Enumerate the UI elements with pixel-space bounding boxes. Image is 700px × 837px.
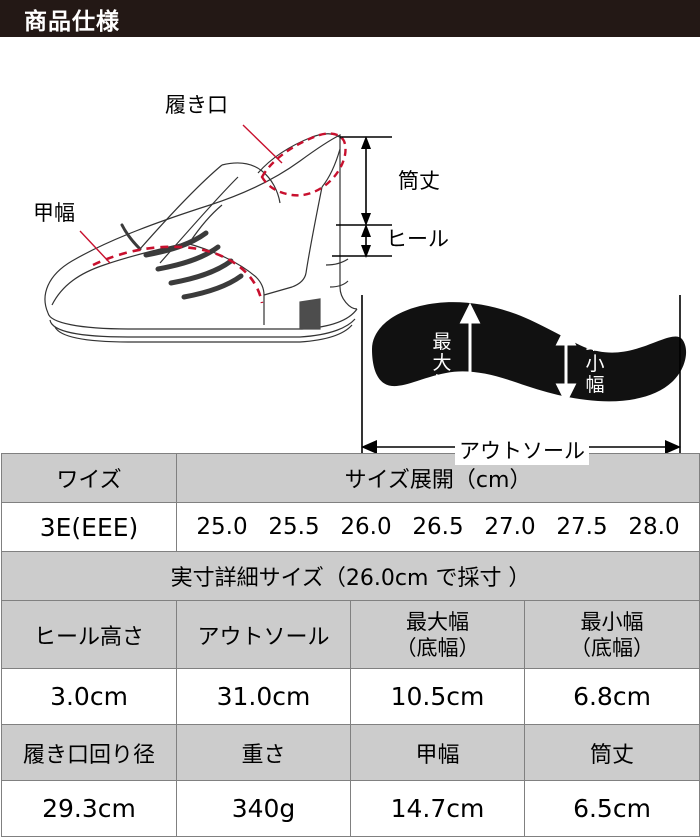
size-item: 27.5 [556,514,608,540]
table-row: 履き口回り径 重さ 甲幅 筒丈 [1,724,700,781]
value-shaft-height: 6.5cm [523,780,700,837]
shoelaces [120,223,244,300]
outsole-dimension-arrows [361,440,681,453]
value-width: 3E(EEE) [1,502,177,552]
max-width-arrow [459,302,481,426]
header-max-width: 最大幅 （底幅） [350,600,525,669]
label-opening: 履き口 [165,93,228,117]
size-list: 25.0 25.5 26.0 26.5 27.0 27.5 28.0 [178,514,698,540]
size-item: 28.0 [628,514,680,540]
header-shaft-height: 筒丈 [523,724,700,781]
value-max-width: 10.5cm [350,668,525,725]
header-instep-width: 甲幅 [350,724,525,781]
table-row: 3E(EEE) 25.0 25.5 26.0 26.5 27.0 27.5 28… [1,502,700,552]
header-width: ワイズ [1,453,177,503]
header-opening-circumference: 履き口回り径 [1,724,177,781]
table-row: ヒール高さ アウトソール 最大幅 （底幅） 最小幅 （底幅） [1,600,700,669]
label-shaft-height: 筒丈 [398,169,440,193]
header-min-width-line1: 最小幅 [580,609,644,634]
table-row: ワイズ サイズ展開（cm） [1,453,700,503]
label-max-width: 最大幅 [432,331,452,395]
header-max-width-line2: （底幅） [395,635,480,660]
opening-annotation [260,132,347,197]
value-opening-circumference: 29.3cm [1,780,177,837]
spec-table: ワイズ サイズ展開（cm） 3E(EEE) 25.0 25.5 26.0 26.… [0,453,700,837]
label-heel: ヒール [386,227,449,251]
table-row: 3.0cm 31.0cm 10.5cm 6.8cm [1,668,700,725]
table-row: 29.3cm 340g 14.7cm 6.5cm [1,780,700,837]
opening-leader-line [242,124,283,164]
header-outsole: アウトソール [176,600,351,669]
page-title: 商品仕様 [24,7,120,35]
value-min-width: 6.8cm [523,668,700,725]
size-item: 25.5 [268,514,320,540]
value-heel-height: 3.0cm [1,668,177,725]
label-min-width: 最小幅 [585,332,605,396]
height-dimension-arrows [361,136,371,258]
label-instep-width: 甲幅 [33,201,75,225]
height-dimension-lines [332,136,392,257]
outsole-silhouette [372,302,687,402]
header-weight: 重さ [176,724,351,781]
diagram-svg [44,124,687,453]
header-heel-height: ヒール高さ [1,600,177,669]
header-min-width-line2: （底幅） [570,635,655,660]
value-weight: 340g [176,780,351,837]
size-item: 26.5 [412,514,464,540]
value-instep-width: 14.7cm [350,780,525,837]
value-size-list: 25.0 25.5 26.0 26.5 27.0 27.5 28.0 [175,502,700,552]
header-actual-size: 実寸詳細サイズ（26.0cm で採寸 ） [0,551,700,601]
product-diagram: 履き口 甲幅 筒丈 ヒール 最大幅 最小幅 アウトソール [0,37,700,465]
header-size-range: サイズ展開（cm） [175,453,700,503]
header-max-width-line1: 最大幅 [406,609,469,634]
size-item: 27.0 [484,514,536,540]
table-row: 実寸詳細サイズ（26.0cm で採寸 ） [0,551,700,601]
value-outsole: 31.0cm [176,668,351,725]
instep-leader-line [79,230,111,264]
size-item: 25.0 [196,514,248,540]
instep-annotation [92,245,264,304]
page-header: 商品仕様 [0,0,700,37]
header-min-width: 最小幅 （底幅） [523,600,700,669]
label-outsole: アウトソール [455,435,589,465]
size-item: 26.0 [340,514,392,540]
min-width-arrow [555,324,577,405]
